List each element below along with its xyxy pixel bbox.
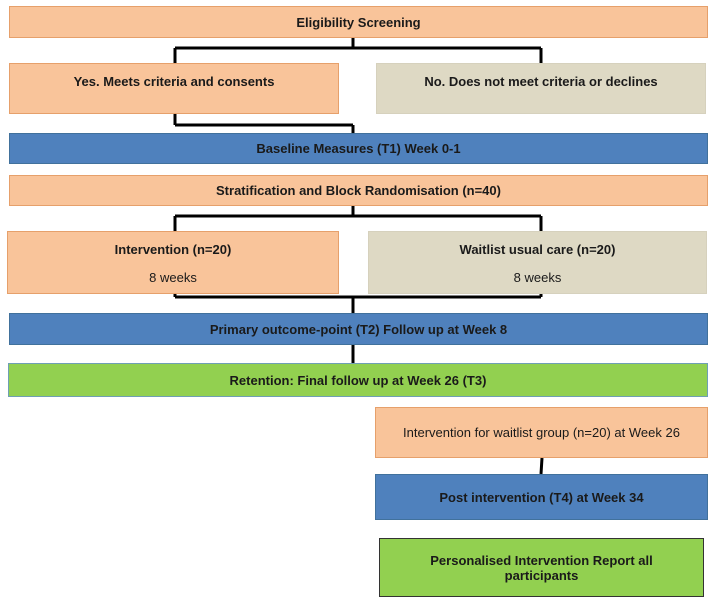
eligibility-screening-label: Eligibility Screening <box>296 14 421 30</box>
randomisation-label: Stratification and Block Randomisation (… <box>216 183 501 198</box>
meets-criteria-box: Yes. Meets criteria and consents <box>9 63 339 114</box>
personalised-report-label: Personalised Intervention Report all par… <box>430 552 653 583</box>
intervention-box: Intervention (n=20) 8 weeks <box>7 231 339 294</box>
intervention-duration: 8 weeks <box>149 270 197 285</box>
waitlist-duration: 8 weeks <box>513 270 562 285</box>
eligibility-screening-box: Eligibility Screening <box>9 6 708 38</box>
retention-label: Retention: Final follow up at Week 26 (T… <box>229 372 487 388</box>
does-not-meet-criteria-label: No. Does not meet criteria or declines <box>424 74 658 89</box>
primary-outcome-label: Primary outcome-point (T2) Follow up at … <box>209 321 508 337</box>
randomisation-box: Stratification and Block Randomisation (… <box>9 175 708 206</box>
does-not-meet-criteria-box: No. Does not meet criteria or declines <box>376 63 706 114</box>
personalised-report-box: Personalised Intervention Report all par… <box>379 538 704 597</box>
waitlist-title: Waitlist usual care (n=20) <box>459 242 616 257</box>
post-intervention-box: Post intervention (T4) at Week 34 <box>375 474 708 520</box>
connector-to-post <box>539 457 544 475</box>
waitlist-intervention-box: Intervention for waitlist group (n=20) a… <box>375 407 708 458</box>
retention-box: Retention: Final follow up at Week 26 (T… <box>8 363 708 397</box>
meets-criteria-label: Yes. Meets criteria and consents <box>73 74 275 89</box>
baseline-measures-box: Baseline Measures (T1) Week 0-1 <box>9 133 708 164</box>
waitlist-box: Waitlist usual care (n=20) 8 weeks <box>368 231 707 294</box>
post-intervention-label: Post intervention (T4) at Week 34 <box>439 489 644 505</box>
intervention-title: Intervention (n=20) <box>114 242 232 257</box>
primary-outcome-box: Primary outcome-point (T2) Follow up at … <box>9 313 708 345</box>
baseline-measures-label: Baseline Measures (T1) Week 0-1 <box>256 141 461 156</box>
waitlist-intervention-label: Intervention for waitlist group (n=20) a… <box>403 425 680 440</box>
